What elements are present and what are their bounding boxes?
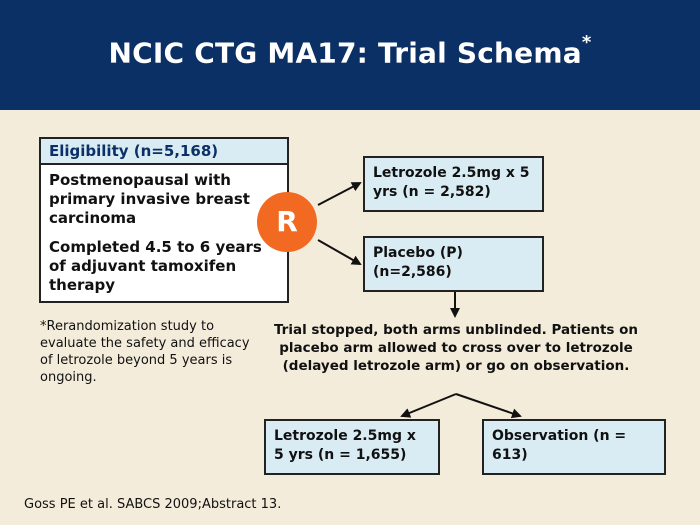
delayed-letrozole-box: Letrozole 2.5mg x 5 yrs (n = 1,655)	[264, 419, 440, 475]
title-banner: NCIC CTG MA17: Trial Schema*	[0, 0, 700, 110]
criterion-postmenopausal: Postmenopausal with primary invasive bre…	[49, 171, 250, 227]
eligibility-header: Eligibility (n=5,168)	[41, 139, 287, 165]
slide-title-text: NCIC CTG MA17: Trial Schema	[108, 36, 582, 70]
letrozole-arm-box: Letrozole 2.5mg x 5 yrs (n = 2,582)	[363, 156, 544, 212]
arrow-to-letrozole	[317, 182, 362, 206]
slide-title: NCIC CTG MA17: Trial Schema*	[0, 32, 700, 70]
arrow-to-placebo	[317, 239, 362, 265]
criterion-tamoxifen: Completed 4.5 to 6 years of adjuvant tam…	[49, 238, 262, 294]
arrow-to-observation	[455, 393, 522, 419]
eligibility-criteria: Postmenopausal with primary invasive bre…	[41, 165, 287, 311]
arrow-to-delayed-letrozole	[400, 393, 457, 418]
reference-citation: Goss PE et al. SABCS 2009;Abstract 13.	[24, 497, 282, 512]
trial-stopped-text: Trial stopped, both arms unblinded. Pati…	[273, 322, 639, 374]
observation-box: Observation (n = 613)	[482, 419, 666, 475]
placebo-arm-box: Placebo (P) (n=2,586)	[363, 236, 544, 292]
title-footnote-mark: *	[581, 32, 592, 53]
footnote: *Rerandomization study to evaluate the s…	[40, 319, 250, 385]
eligibility-box: Eligibility (n=5,168) Postmenopausal wit…	[39, 137, 289, 303]
randomization-circle: R	[257, 192, 317, 252]
